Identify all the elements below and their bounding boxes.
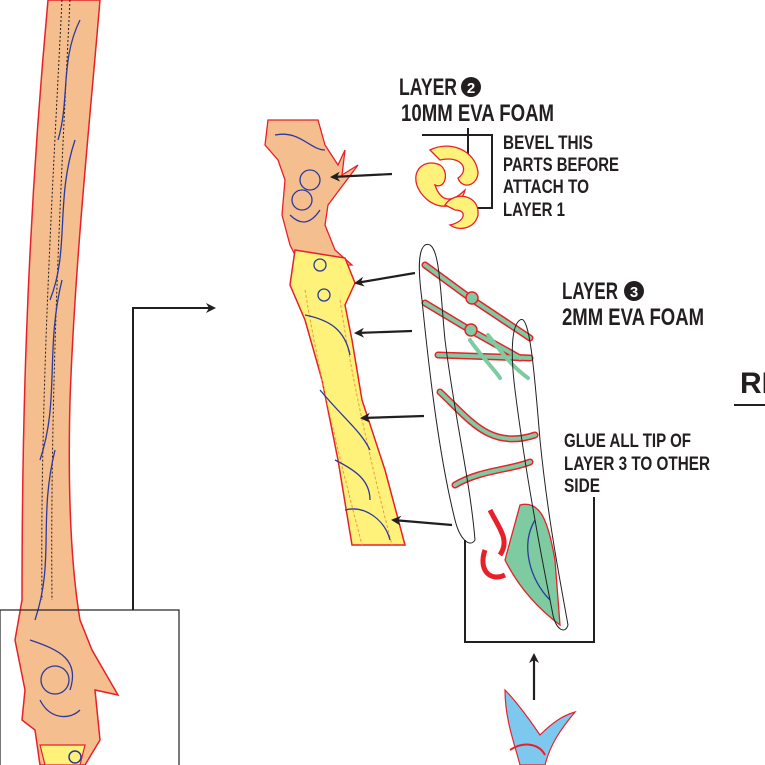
detail-region-box bbox=[0, 609, 180, 765]
svg-text:GLUE ALL TIP OF: GLUE ALL TIP OF bbox=[564, 431, 691, 452]
glue-note: GLUE ALL TIP OF LAYER 3 TO OTHER SIDE bbox=[564, 431, 710, 497]
svg-text:LAYER 3 TO OTHER: LAYER 3 TO OTHER bbox=[564, 454, 710, 475]
layer3-pieces bbox=[421, 261, 561, 627]
zoom-arrow bbox=[132, 303, 216, 610]
svg-text:BEVEL THIS: BEVEL THIS bbox=[503, 133, 593, 154]
layer3-badge-icon bbox=[624, 281, 644, 301]
glue-guide-outlines bbox=[418, 244, 569, 631]
svg-text:2MM EVA FOAM: 2MM EVA FOAM bbox=[562, 304, 704, 331]
svg-text:3: 3 bbox=[630, 284, 638, 301]
hilt-piece-layer1 bbox=[264, 119, 359, 266]
blade-piece-layer2 bbox=[289, 249, 406, 546]
layer3-label: LAYER 3 2MM EVA FOAM bbox=[562, 278, 704, 331]
svg-text:10MM EVA FOAM: 10MM EVA FOAM bbox=[401, 100, 554, 127]
svg-text:LAYER: LAYER bbox=[399, 74, 457, 101]
glue-bracket bbox=[464, 497, 595, 643]
bottom-piece bbox=[504, 688, 577, 765]
svg-text:PARTS BEFORE: PARTS BEFORE bbox=[503, 155, 619, 176]
svg-text:LAYER: LAYER bbox=[562, 278, 618, 305]
swirl-piece-layer2 bbox=[415, 128, 493, 229]
svg-text:2: 2 bbox=[467, 80, 475, 97]
side-heading: RI bbox=[740, 367, 765, 400]
svg-text:LAYER 1: LAYER 1 bbox=[503, 200, 565, 221]
placement-arrows bbox=[330, 171, 539, 700]
full-blade-layer1 bbox=[14, 0, 120, 765]
svg-text:ATTACH TO: ATTACH TO bbox=[503, 177, 589, 198]
svg-text:SIDE: SIDE bbox=[564, 476, 600, 497]
layer2-label: LAYER 2 10MM EVA FOAM BEVEL THIS PARTS B… bbox=[399, 74, 619, 221]
layer2-badge-icon bbox=[461, 77, 481, 97]
